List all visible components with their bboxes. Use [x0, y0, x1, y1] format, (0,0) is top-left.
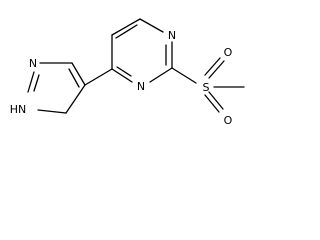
atom-n-pyrimidine-top: N: [168, 29, 176, 42]
bond-c6-c5: [111, 18, 141, 36]
bond-c4p-c5p-double: [68, 68, 80, 88]
bond-c4-pyrazole: [84, 68, 113, 86]
atom-sulfur: S: [203, 81, 210, 94]
atom-oxygen-bottom: O: [224, 114, 233, 127]
bond-c6-n1: [139, 18, 164, 33]
pyrazole-ring: [27, 62, 86, 114]
atom-n-pyrimidine-bottom: N: [137, 80, 145, 93]
bond-c4p-c5p: [71, 62, 86, 86]
bond-n2p-c3p: [37, 109, 67, 114]
bond-s-o-bottom-a: [204, 94, 220, 113]
bond-n3-c4-double: [116, 66, 132, 77]
atom-oxygen-top: O: [224, 46, 233, 59]
pyrimidine-ring: [111, 18, 173, 83]
bond-s-o-bottom-b: [208, 91, 224, 110]
bond-c5-c6-double: [115, 24, 138, 39]
atom-n-pyrazole-upper: N: [29, 57, 37, 70]
bond-s-o-top-b: [208, 60, 225, 79]
atom-n-pyrazole-lower: HN: [10, 103, 27, 116]
bond-n3-c4: [111, 68, 133, 83]
bond-c2-s: [171, 67, 197, 84]
bond-s-o-top-a: [204, 57, 221, 76]
bond-c2-n3: [149, 67, 173, 83]
bond-n1p-n2p-double: [33, 74, 40, 92]
bond-n1p-n2p: [27, 71, 35, 93]
sulfonyl-group: [171, 57, 245, 113]
chemical-structure: N N S O O N HN: [10, 18, 245, 127]
bond-c3p-c4p: [65, 84, 86, 114]
